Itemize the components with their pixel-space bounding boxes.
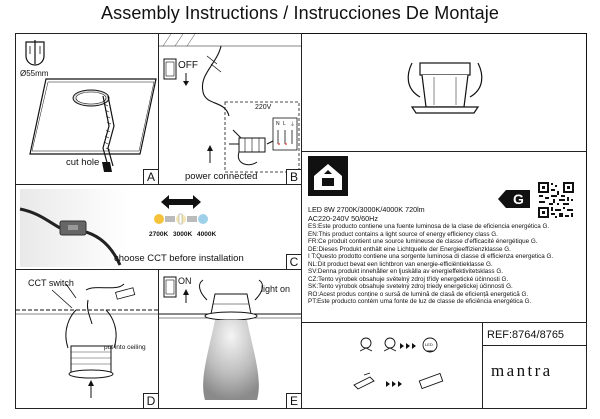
efficiency-statement-it: I T:Questo prodotto contiene una sorgent… [308,253,554,261]
efficiency-statement-cz: CZ:Tento výrobek obsahuje světelný zdroj… [308,275,509,283]
cct-driver-photo [19,189,128,267]
diameter-label: Ø55mm [20,69,49,78]
cct-switch-label: CCT switch [28,278,74,288]
on-label: ON [178,276,192,286]
fixture-profile-panel [301,33,587,152]
cct-2700k: 2700K [149,231,169,238]
panel-b: OFF 220V N L ⏚ power connected B [158,33,302,185]
icons-panel: LED [301,322,483,409]
double-arrow-icon [161,195,201,209]
efficiency-statement-nl: NL:Dit product bevat een lichtbron van e… [308,260,493,268]
efficiency-statements: ES:Este producto contiene una fuente lum… [308,223,553,306]
wall-switch-icon [163,58,177,80]
cct-4000k: 4000K [197,231,217,238]
panel-a: Ø55mm cut hole A [15,33,159,185]
efficiency-statement-es: ES:Este producto contiene una fuente lum… [308,223,550,230]
panel-letter-e: E [286,393,301,408]
efficiency-statement-de: DE:Dieses Produkt enthält eine Lichtquel… [308,245,511,253]
house-plug-icon [308,156,348,196]
ref-panel: REF:8764/8765 mantra [482,322,587,409]
energy-class-arrow [498,190,530,208]
downlight-install-drawing [16,283,158,398]
put-into-ceiling-label: put into ceiling [104,344,146,351]
voltage-label: 220V [255,104,272,111]
off-label: OFF [178,60,198,71]
up-arrow-on-icon [183,289,189,303]
efficiency-statement-sv: SV:Denna produkt innehåller en ljuskälla… [308,268,503,276]
panel-d: CCT switch put into ceiling D [15,269,159,409]
choose-cct-caption: choose CCT before installation [114,253,244,264]
panel-c: 2700K 3000K 4000K choose CCT before inst… [15,184,302,270]
efficiency-statement-en: EN:This product contains a light source … [308,230,498,238]
wall-switch-on-icon [163,276,177,298]
light-on-label: light on [261,284,291,294]
ref-number: REF:8764/8765 [487,329,565,341]
panel-letter-d: D [143,393,158,408]
power-connected-caption: power connected [185,171,258,182]
light-beam-drawing [159,279,301,400]
panel-letter-c: C [286,254,301,269]
cut-hole-caption: cut hole [66,157,100,168]
terminal-earth-label: ⏚ [290,122,296,128]
efficiency-statement-ro: RO:Acest produs conține o sursă de lumin… [308,290,529,298]
up-arrow-icon [207,145,213,163]
panel-letter-b: B [286,169,301,184]
hole-saw-icon [25,40,45,66]
panel-e: ON light on E [158,269,302,409]
spec-line-1: LED 8W 2700K/3000K/4000K 720lm [308,205,425,214]
efficiency-statement-fr: FR:Ce produit contient une source lumine… [308,238,538,246]
terminal-l-label: L [283,121,286,127]
cct-3000k: 3000K [173,231,193,238]
energy-class-letter: G [513,191,524,207]
wiring-diagram [159,34,301,173]
led-icon-label: LED [425,342,433,347]
page-title: Assembly Instructions / Instrucciones De… [101,3,499,23]
efficiency-statement-sk: SK:Tento výrobok obsahuje svetelný zdroj… [308,283,513,291]
qr-code [537,181,575,219]
terminal-n-label: N [276,121,280,127]
spec-line-2: AC220-240V 50/60Hz [308,214,378,223]
down-arrow-icon [183,73,189,86]
cct-color-swatches [154,213,208,225]
panel-letter-a: A [143,169,158,184]
brand-logo: mantra [491,361,553,380]
ceiling-panel-cutout [29,78,157,172]
compatibility-icons [353,337,444,390]
energy-label-panel: G LED 8W 2700K/3000K/4000K 720lm AC220-2… [301,151,587,323]
efficiency-statement-pt: PT:Este producto contém uma fonte de luz… [308,298,532,306]
downlight-profile-drawing [407,62,483,114]
